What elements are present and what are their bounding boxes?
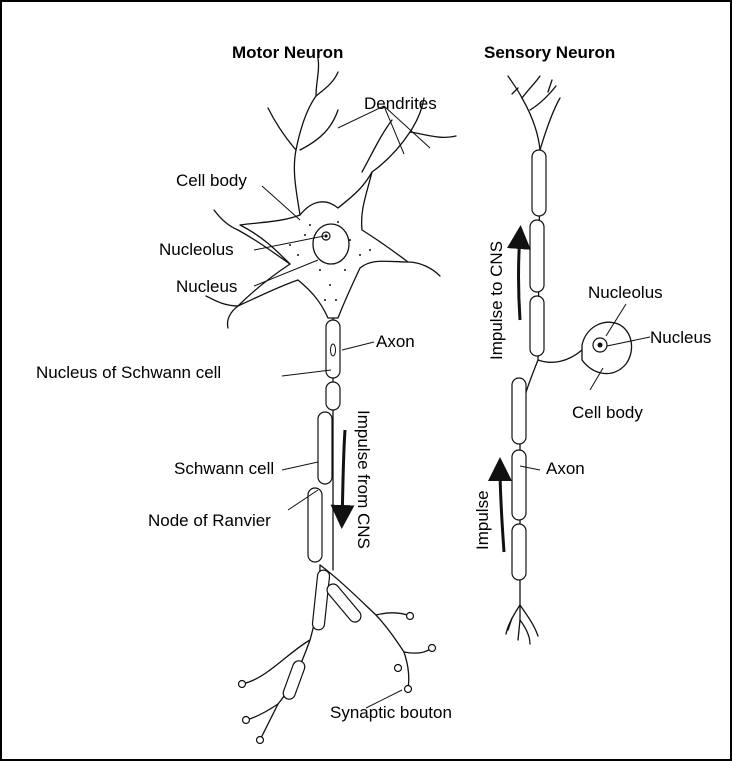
label-impulse: Impulse (473, 490, 492, 550)
motor-neuron: Motor Neuron Dendrites Cell body Nucleol… (36, 43, 456, 744)
motor-nucleus (313, 224, 349, 264)
label-motor-cell-body: Cell body (176, 171, 247, 190)
sensory-receptor-endings (508, 76, 560, 150)
motor-axon (308, 318, 340, 570)
motor-terminal-segments (282, 570, 364, 701)
label-motor-nucleus: Nucleus (176, 277, 237, 296)
impulse-from-cns-arrow (342, 430, 345, 520)
impulse-arrow (500, 466, 504, 552)
label-sensory-cell-body: Cell body (572, 403, 643, 422)
label-motor-nucleolus: Nucleolus (159, 240, 234, 259)
label-schwann-cell: Schwann cell (174, 459, 274, 478)
label-motor-axon: Axon (376, 332, 415, 351)
label-sensory-nucleolus: Nucleolus (588, 283, 663, 302)
label-impulse-from-cns: Impulse from CNS (354, 410, 373, 549)
label-impulse-to-cns: Impulse to CNS (487, 241, 506, 360)
sensory-lower-axon (512, 360, 538, 580)
label-nucleus-of-schwann-cell: Nucleus of Schwann cell (36, 363, 221, 382)
label-dendrites: Dendrites (364, 94, 437, 113)
label-sensory-axon: Axon (546, 459, 585, 478)
motor-leader-lines (254, 106, 430, 708)
sensory-upper-axon (530, 150, 546, 360)
sensory-cell-body (538, 322, 632, 373)
sensory-nucleolus (598, 343, 603, 348)
label-sensory-nucleus: Nucleus (650, 328, 711, 347)
sensory-neuron-title: Sensory Neuron (484, 43, 615, 62)
label-node-of-ranvier: Node of Ranvier (148, 511, 271, 530)
sensory-neuron: Sensory Neuron Impulse to CNS Nucleolus … (473, 43, 711, 644)
motor-neuron-title: Motor Neuron (232, 43, 343, 62)
label-synaptic-bouton: Synaptic bouton (330, 703, 452, 722)
sensory-terminals (506, 580, 538, 644)
impulse-to-cns-arrow (519, 234, 521, 320)
